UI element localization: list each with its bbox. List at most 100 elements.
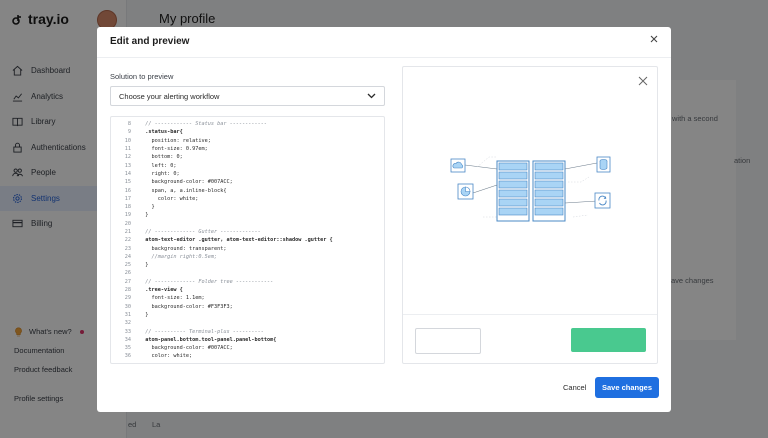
code-text: .status-bar{ bbox=[139, 129, 183, 136]
preview-secondary-button[interactable] bbox=[415, 328, 481, 354]
line-number: 36 bbox=[124, 353, 131, 360]
line-number: 9 bbox=[127, 129, 131, 136]
code-text: // ------------- Folder tree -----------… bbox=[139, 278, 274, 285]
code-line: 34 atom-panel.bottom.tool-panel.panel-bo… bbox=[111, 336, 384, 344]
decorative-dashes bbox=[476, 156, 590, 218]
lightbulb-icon bbox=[15, 326, 22, 336]
sidebar-item-billing[interactable]: Billing bbox=[0, 211, 126, 237]
code-text: // ------------ Status bar ------------ bbox=[139, 121, 268, 128]
code-text: bottom: 0; bbox=[139, 154, 183, 161]
code-line: 33 // ---------- Terminal-plus ---------… bbox=[111, 327, 384, 335]
page-title: My profile bbox=[159, 11, 216, 26]
sidebar-item-label: People bbox=[31, 168, 56, 178]
sidebar-item-library[interactable]: Library bbox=[0, 109, 126, 135]
server-rack-right bbox=[532, 160, 566, 222]
tray-logo[interactable]: tray.io bbox=[12, 11, 69, 27]
code-text: } bbox=[139, 311, 149, 318]
card-icon bbox=[12, 220, 23, 228]
preview-panel bbox=[402, 66, 658, 364]
lock-icon bbox=[13, 142, 22, 153]
line-number: 16 bbox=[124, 187, 131, 194]
code-text: font-size: 1.1em; bbox=[139, 295, 205, 302]
code-line: 9 .status-bar{ bbox=[111, 128, 384, 136]
sync-icon bbox=[594, 192, 611, 209]
code-line: 13 left: 0; bbox=[111, 161, 384, 169]
code-line: 35 background-color: #007ACC; bbox=[111, 344, 384, 352]
profile-settings-link[interactable]: Profile settings bbox=[14, 394, 64, 403]
line-number: 25 bbox=[124, 262, 131, 269]
code-text: } bbox=[139, 262, 149, 269]
code-text: atom-text-editor .gutter, atom-text-edit… bbox=[139, 237, 333, 244]
line-number: 24 bbox=[124, 253, 131, 260]
code-text: background-color: #007ACC; bbox=[139, 179, 233, 186]
sidebar-item-label: Library bbox=[31, 117, 56, 127]
cloud-icon bbox=[450, 158, 466, 173]
sidebar-item-dashboard[interactable]: Dashboard bbox=[0, 58, 126, 84]
servers-illustration bbox=[450, 156, 611, 222]
sidebar-item-people[interactable]: People bbox=[0, 160, 126, 186]
line-number: 19 bbox=[124, 212, 131, 219]
line-number: 10 bbox=[124, 137, 131, 144]
code-text: //margin right:0.5em; bbox=[139, 253, 218, 260]
code-line: 22 atom-text-editor .gutter, atom-text-e… bbox=[111, 236, 384, 244]
code-line: 26 bbox=[111, 269, 384, 277]
sidebar-item-authentications[interactable]: Authentications bbox=[0, 135, 126, 161]
code-text: left: 0; bbox=[139, 162, 177, 169]
preview-close-button[interactable] bbox=[637, 76, 649, 88]
line-number: 13 bbox=[124, 162, 131, 169]
sidebar-item-label: Authentications bbox=[31, 142, 86, 152]
code-line: 32 bbox=[111, 319, 384, 327]
code-line: 29 font-size: 1.1em; bbox=[111, 294, 384, 302]
solution-select[interactable]: Choose your alerting workflow bbox=[110, 86, 385, 106]
tray-logo-icon bbox=[12, 15, 21, 25]
code-line: 30 background-color: #F3F3F3; bbox=[111, 303, 384, 311]
code-text: // ------------- Gutter ------------- bbox=[139, 229, 261, 235]
code-text: .tree-view { bbox=[139, 287, 183, 294]
modal-title: Edit and preview bbox=[110, 36, 190, 47]
code-line: 31 } bbox=[111, 311, 384, 319]
background-text: ed bbox=[128, 420, 137, 429]
line-number: 34 bbox=[124, 336, 131, 343]
code-line: 28 .tree-view { bbox=[111, 286, 384, 294]
solution-select-value: Choose your alerting workflow bbox=[119, 91, 220, 101]
whats-new-label: What's new? bbox=[29, 327, 72, 336]
chevron-down-icon bbox=[367, 93, 376, 99]
code-line: 15 background-color: #007ACC; bbox=[111, 178, 384, 186]
preview-primary-button[interactable] bbox=[571, 328, 646, 352]
code-text: atom-panel.bottom.tool-panel.panel-botto… bbox=[139, 336, 277, 343]
database-icon bbox=[596, 156, 611, 173]
pie-chart-icon bbox=[457, 183, 474, 200]
code-text: // ---------- Terminal-plus ---------- bbox=[139, 328, 264, 335]
whats-new-link[interactable]: What's new? bbox=[14, 322, 84, 341]
code-text: font-size: 0.97em; bbox=[139, 146, 208, 153]
line-number: 27 bbox=[124, 278, 131, 285]
line-number: 11 bbox=[124, 146, 131, 153]
line-number: 17 bbox=[124, 195, 131, 202]
code-text: background-color: #007ACC; bbox=[139, 345, 233, 352]
line-number: 21 bbox=[124, 229, 131, 235]
people-icon bbox=[12, 168, 23, 177]
background-text: ation bbox=[734, 156, 751, 165]
line-number: 22 bbox=[124, 237, 131, 244]
cancel-button[interactable]: Cancel bbox=[563, 383, 587, 392]
code-line: 17 color: white; bbox=[111, 195, 384, 203]
code-text: } bbox=[139, 212, 149, 219]
modal-close-button[interactable] bbox=[648, 35, 660, 47]
line-number: 23 bbox=[124, 245, 131, 252]
sidebar-item-analytics[interactable]: Analytics bbox=[0, 84, 126, 110]
server-rack-left bbox=[496, 160, 530, 222]
code-editor[interactable]: 8 // ------------ Status bar -----------… bbox=[110, 116, 385, 364]
line-number: 8 bbox=[127, 121, 131, 128]
line-number: 14 bbox=[124, 170, 131, 177]
line-number: 28 bbox=[124, 287, 131, 294]
sidebar-bottom-links: What's new? Documentation Product feedba… bbox=[14, 322, 84, 379]
line-number: 33 bbox=[124, 328, 131, 335]
code-line: 12 bottom: 0; bbox=[111, 153, 384, 161]
close-icon bbox=[650, 35, 658, 43]
sidebar-item-label: Dashboard bbox=[31, 66, 71, 76]
code-text: span, a, a.inline-block{ bbox=[139, 187, 227, 194]
save-changes-button[interactable]: Save changes bbox=[595, 377, 659, 398]
documentation-link[interactable]: Documentation bbox=[14, 346, 65, 355]
code-line: 18 } bbox=[111, 203, 384, 211]
product-feedback-link[interactable]: Product feedback bbox=[14, 365, 73, 374]
